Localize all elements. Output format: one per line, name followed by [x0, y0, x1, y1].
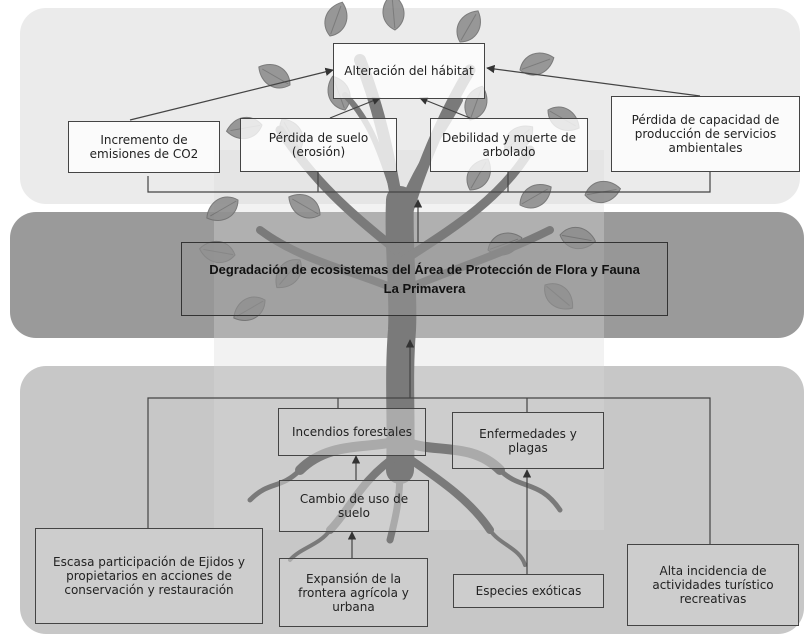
box-perdida-servicios: Pérdida de capacidad de producción de se… [611, 96, 800, 172]
box-perdida-suelo: Pérdida de suelo (erosión) [240, 118, 397, 172]
connectors [129, 64, 711, 574]
box-especies-exoticas: Especies exóticas [453, 574, 604, 608]
box-enfermedades-plagas: Enfermedades y plagas [452, 412, 604, 469]
box-degradacion-ecosistemas: Degradación de ecosistemas del Área de P… [181, 242, 668, 316]
box-expansion-frontera: Expansión de la frontera agrícola y urba… [279, 558, 428, 627]
box-actividades-turisticas: Alta incidencia de actividades turístico… [627, 544, 799, 626]
box-debilidad-arbolado: Debilidad y muerte de arbolado [430, 118, 588, 172]
box-incremento-co2: Incremento de emisiones de CO2 [68, 121, 220, 173]
box-incendios-forestales: Incendios forestales [278, 408, 426, 456]
box-escasa-participacion: Escasa participación de Ejidos y propiet… [35, 528, 263, 624]
box-alteracion-habitat: Alteración del hábitat [333, 43, 485, 99]
box-cambio-uso-suelo: Cambio de uso de suelo [279, 480, 429, 532]
